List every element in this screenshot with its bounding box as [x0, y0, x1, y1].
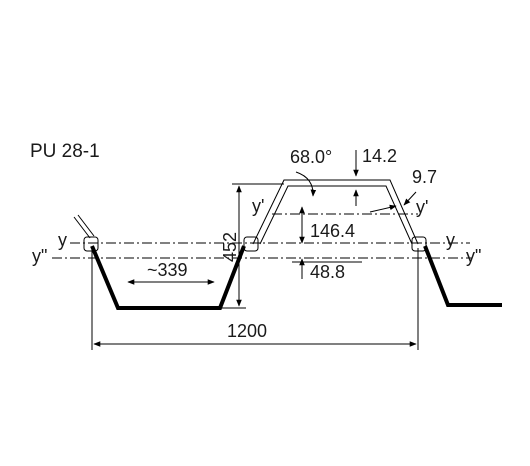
- interlock-right: [411, 236, 427, 252]
- ydd-axis-label-right: y": [466, 246, 481, 266]
- pile-profile-top-flange-inner: [259, 185, 413, 245]
- width-total-label: 1200: [227, 321, 267, 341]
- angle-label: 68.0°: [290, 147, 332, 167]
- left-connector-sketch: [73, 214, 95, 239]
- yprime-axis-label-right: y': [416, 197, 428, 217]
- y-axis-label-right: y: [446, 230, 455, 250]
- pile-profile-top-flange-outer: [252, 179, 419, 245]
- y-axis-label-left: y: [58, 230, 67, 250]
- web-thickness-leader-bottom: [369, 204, 397, 213]
- upper-distance-label: 146.4: [310, 221, 355, 241]
- pile-profile-left-pan: [90, 245, 246, 310]
- interlock-left: [83, 236, 99, 252]
- flange-width-label: ~339: [147, 260, 188, 280]
- pile-profile-right-pan: [423, 245, 502, 307]
- interlock-center: [243, 236, 259, 252]
- lower-distance-label: 48.8: [310, 262, 345, 282]
- web-thickness-label: 9.7: [412, 167, 437, 187]
- profile-title: PU 28-1: [30, 141, 100, 162]
- ydd-axis-label-left: y": [32, 246, 47, 266]
- angle-arc: [295, 171, 317, 197]
- flange-thickness-label: 14.2: [362, 146, 397, 166]
- web-thickness-leader: [403, 191, 417, 206]
- yprime-axis-label-left: y': [252, 196, 264, 216]
- height-label: 452: [220, 232, 240, 262]
